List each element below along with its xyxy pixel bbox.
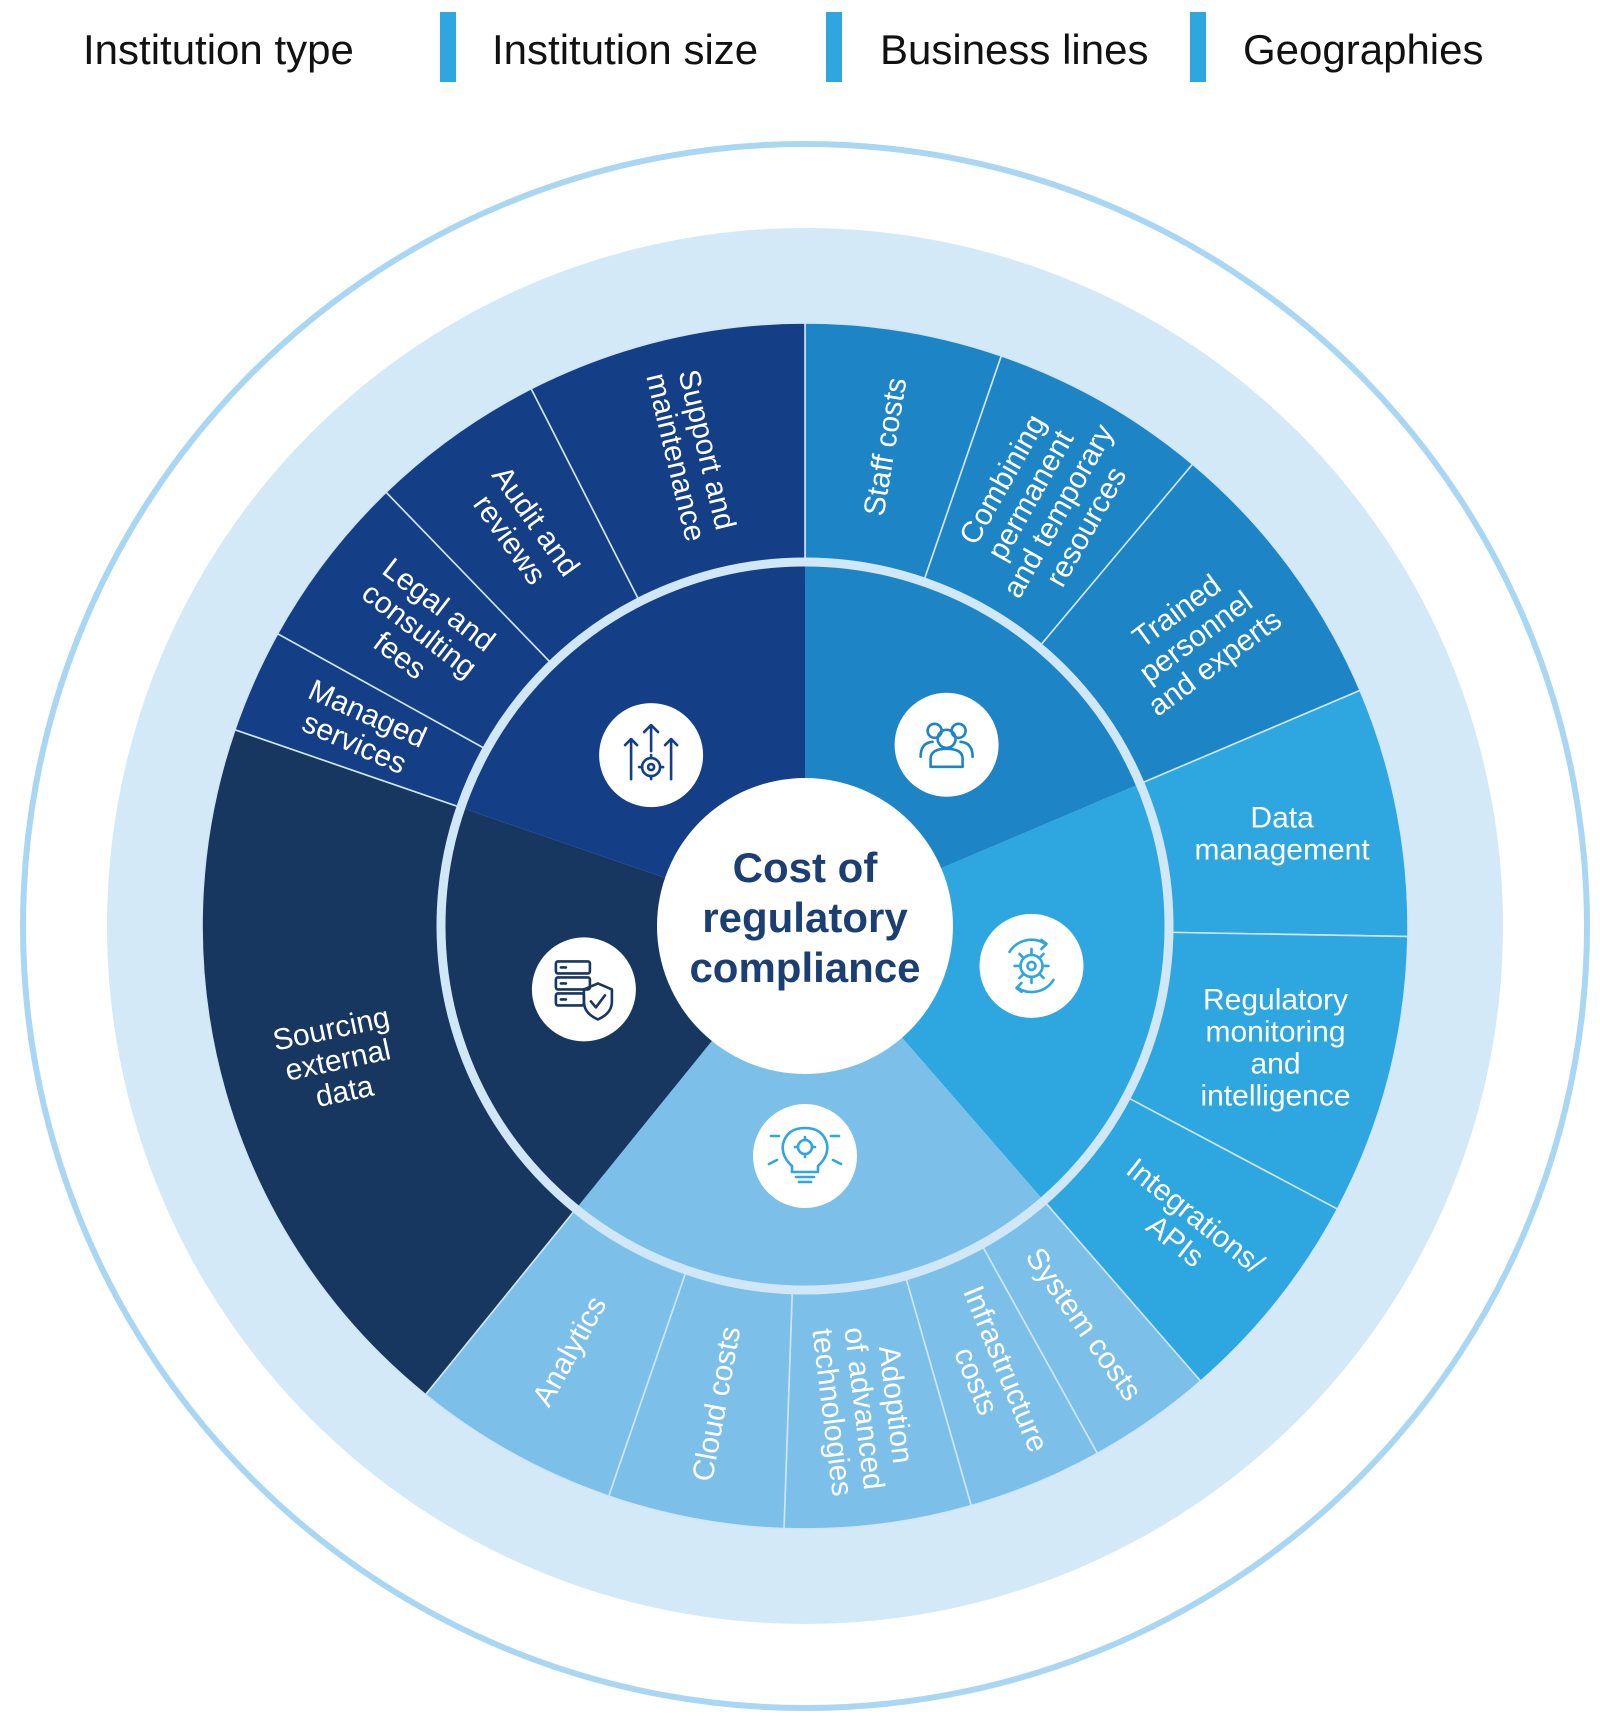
legend: Institution type Institution size Busine… <box>0 0 1600 100</box>
segment-label-line: Data <box>1250 801 1314 834</box>
center-title-line-1: Cost of <box>733 844 879 891</box>
center-title-line-2: regulatory <box>702 894 908 941</box>
legend-separator <box>440 12 456 82</box>
legend-item-institution-size: Institution size <box>492 26 759 73</box>
segment-label-technology-2: Adoptionof advancedtechnologies <box>805 1319 922 1498</box>
server-shield-icon <box>531 937 636 1042</box>
legend-separator <box>826 12 842 82</box>
legend-separator <box>1190 12 1206 82</box>
legend-item-geographies: Geographies <box>1243 26 1484 73</box>
growth-arrows-gear-icon <box>599 703 704 808</box>
people-group-icon <box>894 692 999 797</box>
group-icons <box>531 692 1084 1208</box>
segment-label-line: Regulatory <box>1203 984 1348 1017</box>
segment-label-line: management <box>1195 833 1371 866</box>
center-circle <box>657 778 953 1074</box>
legend-item-institution-type: Institution type <box>83 26 354 73</box>
segment-label-line: and <box>1250 1048 1300 1081</box>
gear-cycle-icon <box>979 913 1084 1018</box>
segment-label-line: monitoring <box>1205 1016 1345 1049</box>
lightbulb-gear-icon <box>753 1104 857 1208</box>
outer-thin-ring <box>20 141 1590 1711</box>
legend-item-business-lines: Business lines <box>880 26 1149 73</box>
segment-label-line: intelligence <box>1200 1080 1350 1113</box>
inner-ring-divider <box>436 557 1174 1295</box>
center-title-line-3: compliance <box>689 944 920 991</box>
